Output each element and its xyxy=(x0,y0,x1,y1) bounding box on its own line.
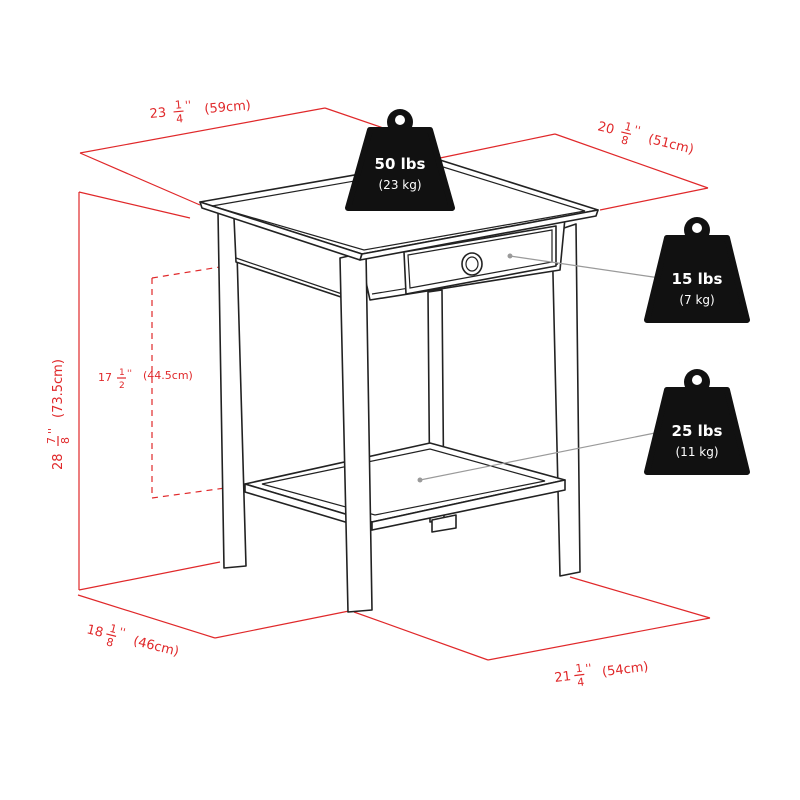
dim-depth-whole: 20 xyxy=(596,119,616,138)
dim-bdepth-den: 8 xyxy=(105,635,115,649)
dim-base-depth-label: 18 1 8 '' (46cm) xyxy=(85,622,181,660)
dim-bwidth-whole: 21 xyxy=(554,669,572,686)
dim-bwidth-cm: (54cm) xyxy=(601,660,649,681)
dim-inner-den: 2 xyxy=(119,381,125,391)
dim-width-inch: '' xyxy=(184,98,191,111)
weight-top-lbs: 50 lbs xyxy=(375,155,426,173)
lower-shelf xyxy=(244,442,566,533)
dim-inner-height-label: 17 1 2 '' (44.5cm) xyxy=(98,368,193,391)
dim-depth-label: 20 1 8 '' (51cm) xyxy=(596,119,695,158)
dim-base-width-label: 21 1 4 '' (54cm) xyxy=(554,660,650,690)
dim-width-den: 4 xyxy=(176,112,184,126)
dim-bdepth-whole: 18 xyxy=(85,622,105,641)
dim-height-num: 7 xyxy=(45,437,58,444)
dim-width-cm: (59cm) xyxy=(204,98,252,117)
dim-inner-cm: (44.5cm) xyxy=(143,369,193,382)
dim-height-inch: '' xyxy=(46,428,59,434)
dim-inner-num: 1 xyxy=(119,368,125,378)
weight-top: 50 lbs (23 kg) xyxy=(345,109,455,211)
dim-height-den: 8 xyxy=(59,437,72,444)
dim-width-num: 1 xyxy=(174,98,182,112)
weight-shelf: 25 lbs (11 kg) xyxy=(644,369,750,475)
dim-bdepth-cm: (46cm) xyxy=(132,634,181,660)
front-right-leg xyxy=(339,251,373,613)
weight-drawer-lbs: 15 lbs xyxy=(672,270,723,288)
back-right-leg xyxy=(551,223,581,577)
weight-top-kg: (23 kg) xyxy=(378,178,421,192)
kettlebell-weight-icon xyxy=(644,217,750,323)
drawer-knob xyxy=(461,252,483,276)
dim-depth-cm: (51cm) xyxy=(646,132,695,158)
dim-depth-num: 1 xyxy=(623,120,633,134)
dim-height-cm: (73.5cm) xyxy=(51,359,66,418)
leader-lines xyxy=(417,253,661,483)
dim-bdepth-num: 1 xyxy=(108,622,118,636)
kettlebell-weight-icon xyxy=(345,109,455,211)
dim-inner-inch: '' xyxy=(127,369,132,379)
kettlebell-weight-icon xyxy=(644,369,750,475)
dim-bwidth-num: 1 xyxy=(575,662,584,676)
weight-drawer: 15 lbs (7 kg) xyxy=(644,217,750,323)
dim-height-label: 28 7 8 '' (73.5cm) xyxy=(45,359,72,470)
dim-bwidth-den: 4 xyxy=(576,675,585,689)
dim-inner-whole: 17 xyxy=(98,371,112,384)
dim-width-whole: 23 xyxy=(149,106,167,122)
dim-height-whole: 28 xyxy=(51,453,66,470)
dim-width-label: 23 1 4 '' (59cm) xyxy=(149,98,252,126)
front-left-leg xyxy=(217,211,247,569)
dim-depth-den: 8 xyxy=(620,133,630,147)
dim-bdepth-inch: '' xyxy=(118,625,127,639)
weight-drawer-kg: (7 kg) xyxy=(679,293,714,307)
weight-shelf-lbs: 25 lbs xyxy=(672,422,723,440)
end-table-drawing xyxy=(199,159,599,613)
weight-shelf-kg: (11 kg) xyxy=(675,445,718,459)
dim-depth-inch: '' xyxy=(633,123,642,137)
dim-bwidth-inch: '' xyxy=(585,661,593,675)
